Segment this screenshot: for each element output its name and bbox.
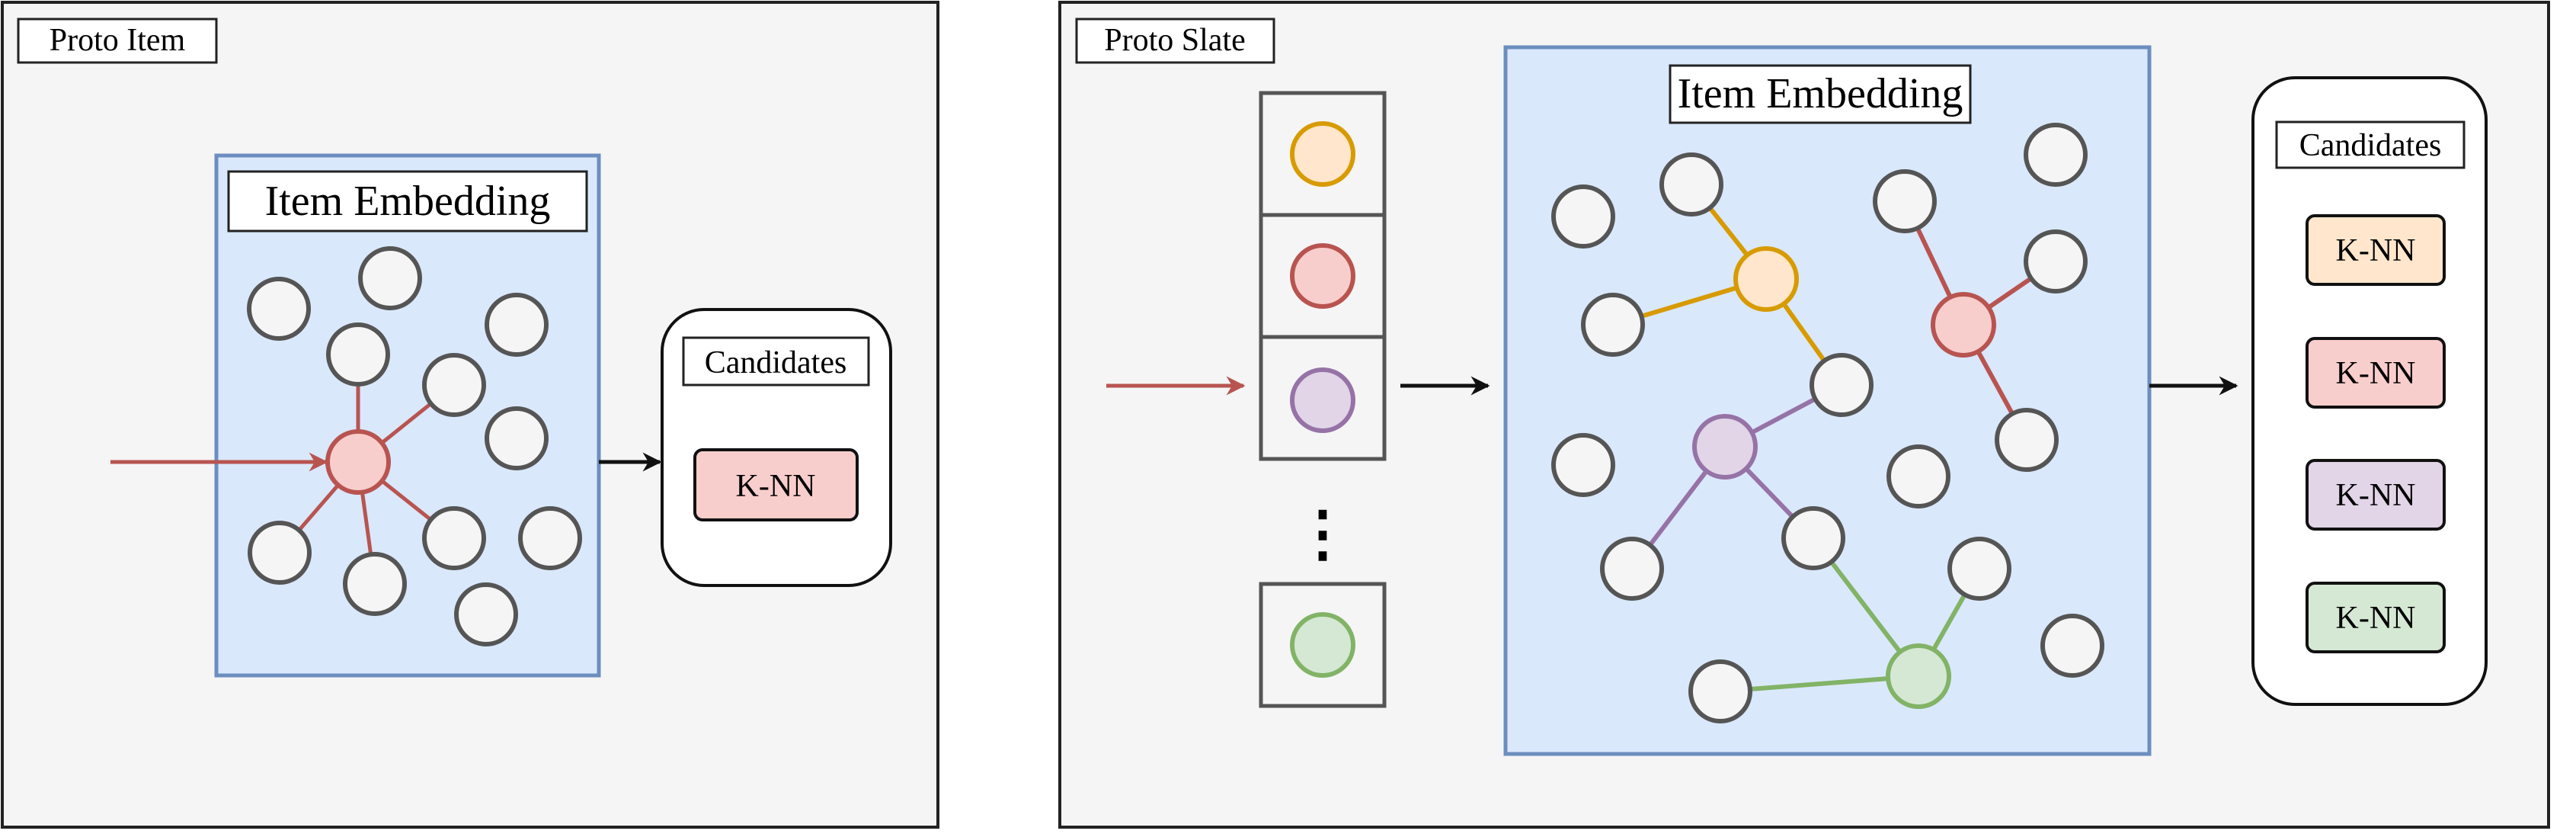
item-node <box>485 293 549 357</box>
item-node <box>1688 659 1752 723</box>
candidates-title: Candidates <box>705 345 847 380</box>
item-node <box>1873 169 1937 233</box>
knn-box-green <box>2306 582 2446 653</box>
query-node-orange <box>1733 246 1799 312</box>
item-node <box>1600 537 1664 601</box>
knn-label: K-NN <box>2336 233 2416 268</box>
knn-box-orange <box>2306 214 2446 286</box>
green-edge <box>1720 674 1919 694</box>
item-node <box>518 506 582 570</box>
item-embedding-title: Item Embedding <box>1678 70 1963 117</box>
proto-slate-panel: Proto Slate ⋮ Item Embedding <box>1058 1 2550 829</box>
query-node-red <box>1931 292 1996 358</box>
item-node <box>343 552 407 616</box>
item-node <box>1551 433 1615 497</box>
item-node <box>1810 353 1874 417</box>
item-node <box>326 322 390 387</box>
item-node <box>2024 123 2088 187</box>
item-nodes <box>1551 123 2104 723</box>
item-embedding-title: Item Embedding <box>265 178 551 225</box>
proto-item-title-box <box>17 18 218 64</box>
item-node <box>1581 293 1645 357</box>
item-node <box>1659 152 1723 217</box>
slate-item-red <box>1290 243 1355 309</box>
item-node <box>422 506 486 570</box>
knn-label: K-NN <box>2336 356 2416 391</box>
candidates-title-box <box>2275 120 2466 169</box>
slate-item-green <box>1290 612 1355 678</box>
query-node <box>325 429 391 495</box>
slate-item-purple <box>1290 367 1355 433</box>
knn-label: K-NN <box>736 469 816 504</box>
slate-ellipsis: ⋮ <box>1292 501 1353 568</box>
item-embedding-title-box <box>227 170 588 233</box>
knn-label: K-NN <box>2336 601 2416 636</box>
item-node <box>422 353 486 417</box>
item-node <box>358 246 422 310</box>
knn-label: K-NN <box>2336 478 2416 513</box>
query-node-purple <box>1692 414 1758 480</box>
item-embedding-title-box <box>1669 64 1972 124</box>
item-node <box>2024 229 2088 294</box>
item-node <box>454 582 518 646</box>
candidates-title-box <box>682 336 870 387</box>
item-node <box>1995 408 2059 472</box>
item-node <box>248 521 312 585</box>
item-node <box>1781 506 1845 570</box>
knn-box <box>693 448 859 521</box>
proto-slate-title-box <box>1075 18 1275 64</box>
item-node <box>1947 537 2011 601</box>
knn-box-purple <box>2306 459 2446 531</box>
item-node <box>2040 614 2104 678</box>
candidates-title: Candidates <box>2299 128 2442 163</box>
proto-slate-title: Proto Slate <box>1104 23 1246 58</box>
slate-stack: ⋮ <box>1259 91 1387 708</box>
item-node <box>1886 444 1950 508</box>
proto-item-panel: Proto Item Item Embedding <box>1 1 939 829</box>
item-embedding-area <box>214 153 601 678</box>
slate-item-orange <box>1290 121 1355 187</box>
item-node <box>1551 184 1615 249</box>
knn-box-red <box>2306 337 2446 409</box>
proto-item-title: Proto Item <box>50 23 186 58</box>
item-nodes <box>247 246 582 646</box>
query-node-green <box>1886 643 1951 709</box>
item-node <box>247 277 311 341</box>
item-node <box>485 406 549 470</box>
